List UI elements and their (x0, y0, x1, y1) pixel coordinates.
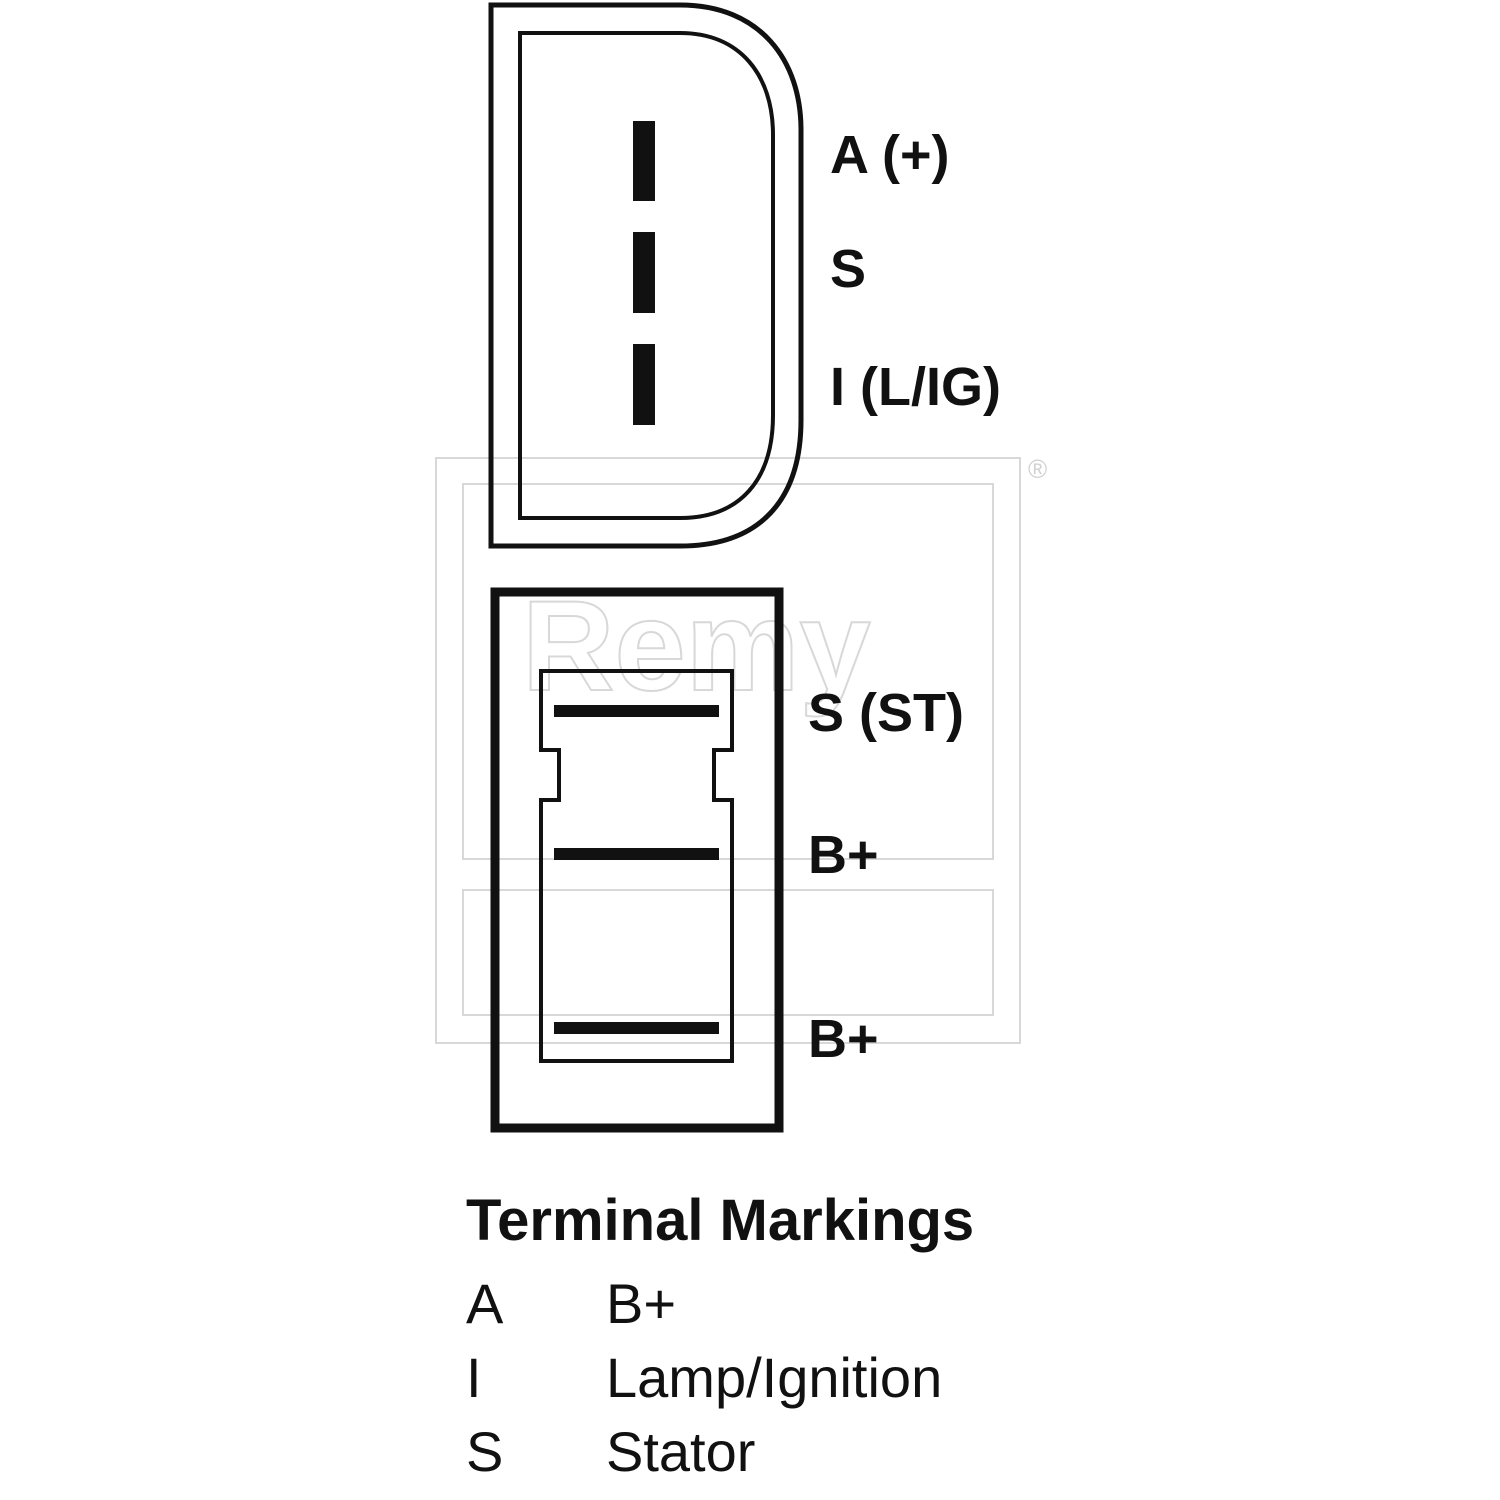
pin-label-a: A (+) (830, 125, 950, 185)
bottom-pin-b-plus-2 (554, 1022, 719, 1034)
pin-label-s-st: S (ST) (808, 683, 964, 743)
bottom-pin-b-plus-1 (554, 848, 719, 860)
legend-key: S (466, 1420, 504, 1483)
legend-value: B+ (606, 1272, 677, 1335)
bottom-connector-outer-shell (490, 587, 784, 1133)
pin-label-b-plus-2: B+ (808, 1009, 879, 1069)
legend-row: I Lamp/Ignition (466, 1350, 1166, 1410)
legend-row: A B+ (466, 1276, 1166, 1336)
bottom-pin-s-st (554, 705, 719, 717)
top-connector-inner-shell (518, 31, 775, 520)
pin-label-i: I (L/IG) (830, 357, 1001, 417)
watermark-text: Remy (522, 575, 871, 718)
pin-label-s: S (830, 239, 867, 299)
registered-mark: ® (1028, 454, 1047, 484)
bottom-connector-inner-body (539, 669, 734, 1063)
top-connector (488, 2, 804, 549)
top-pin-a (633, 121, 655, 201)
legend-value: Lamp/Ignition (606, 1346, 943, 1409)
legend-key: A (466, 1272, 504, 1335)
top-pin-s (633, 232, 655, 313)
pin-label-b-plus-1: B+ (808, 825, 879, 885)
top-connector-outer-shell (488, 2, 804, 549)
legend-title: Terminal Markings (466, 1188, 975, 1253)
watermark-logo: Remy ® (435, 454, 1047, 1044)
top-pin-i (633, 344, 655, 425)
legend-row: S Stator (466, 1424, 1166, 1484)
legend-value: Stator (606, 1420, 756, 1483)
legend-key: I (466, 1346, 482, 1409)
bottom-connector (490, 587, 784, 1133)
